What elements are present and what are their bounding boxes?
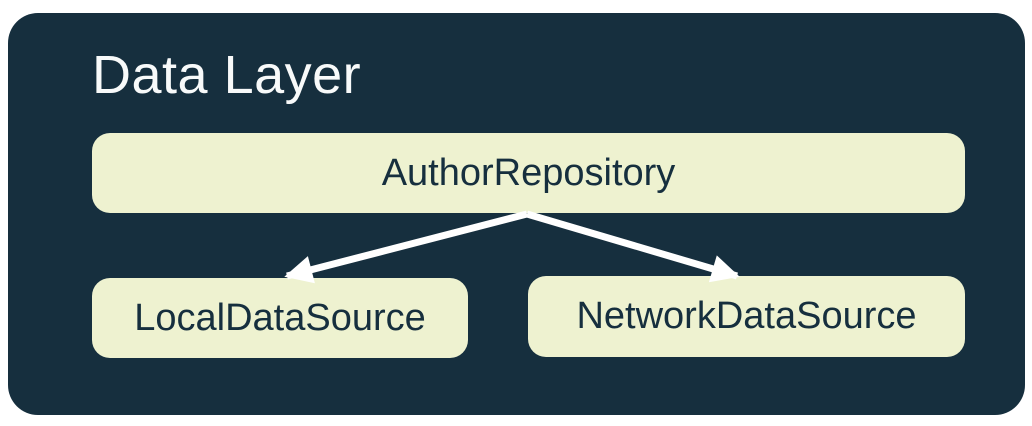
node-local-data-source: LocalDataSource (92, 278, 468, 358)
node-network-data-source: NetworkDataSource (528, 276, 965, 357)
group-title: Data Layer (92, 45, 362, 105)
data-layer-group: Data Layer AuthorRepository LocalDataSou… (8, 13, 1025, 415)
node-author-repository: AuthorRepository (92, 133, 965, 213)
